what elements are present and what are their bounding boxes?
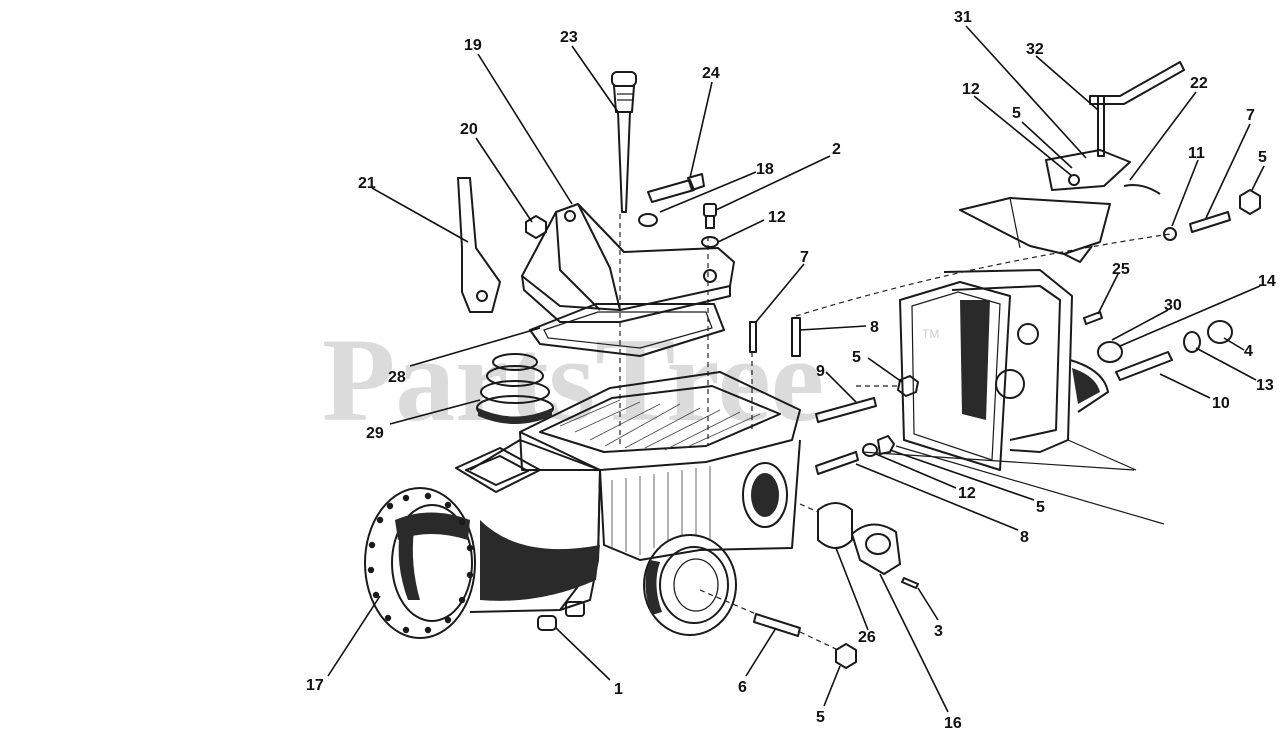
callout-12-low[interactable]: 12 <box>958 485 976 502</box>
callout-4[interactable]: 4 <box>1244 343 1253 360</box>
callout-12-top[interactable]: 12 <box>962 81 980 98</box>
callout-5-bottom[interactable]: 5 <box>816 709 825 726</box>
part-2-plug <box>703 203 717 217</box>
part-5-nut-top <box>1239 189 1261 215</box>
part-8-stud-center <box>791 317 801 357</box>
part-5-nut-bottom <box>835 643 857 669</box>
callout-19[interactable]: 19 <box>464 37 482 54</box>
callout-14[interactable]: 14 <box>1258 273 1276 290</box>
watermark-trademark: TM <box>922 327 939 341</box>
part-20-nut <box>525 215 547 239</box>
callout-10[interactable]: 10 <box>1212 395 1230 412</box>
callout-8-mid[interactable]: 8 <box>870 319 879 336</box>
callout-17[interactable]: 17 <box>306 677 324 694</box>
rubber-boot <box>476 353 554 424</box>
part-3-screw <box>901 577 919 589</box>
callout-8-low[interactable]: 8 <box>1020 529 1029 546</box>
callout-28[interactable]: 28 <box>388 369 406 386</box>
callout-11[interactable]: 11 <box>1188 145 1205 162</box>
callout-23[interactable]: 23 <box>560 29 578 46</box>
callout-21[interactable]: 21 <box>358 175 376 192</box>
callout-32[interactable]: 32 <box>1026 41 1044 58</box>
callout-6[interactable]: 6 <box>738 679 747 696</box>
alignment-lines <box>619 214 1171 651</box>
callout-25[interactable]: 25 <box>1112 261 1130 278</box>
callout-18[interactable]: 18 <box>756 161 774 178</box>
part-30-sleeve <box>1097 341 1123 363</box>
callout-30[interactable]: 30 <box>1164 297 1182 314</box>
part-18-washer <box>638 213 658 227</box>
gasket-28 <box>529 303 725 357</box>
callout-7-mid[interactable]: 7 <box>800 249 809 266</box>
part-13-washer <box>1183 331 1201 353</box>
part-26-gasket <box>817 502 853 549</box>
callout-5-top[interactable]: 5 <box>1012 105 1021 122</box>
side-cover <box>899 269 1109 471</box>
part-11-washer <box>1163 227 1177 241</box>
callout-13[interactable]: 13 <box>1256 377 1274 394</box>
callout-9[interactable]: 9 <box>816 363 825 380</box>
callout-2[interactable]: 2 <box>832 141 841 158</box>
callout-24[interactable]: 24 <box>702 65 720 82</box>
part-5-nut-center <box>897 375 919 397</box>
callout-26[interactable]: 26 <box>858 629 876 646</box>
part-7-stud-center <box>749 321 757 353</box>
callout-5-low[interactable]: 5 <box>1036 499 1045 516</box>
callout-5-right[interactable]: 5 <box>1258 149 1267 166</box>
part-10-stud <box>1115 351 1173 381</box>
callout-labels: 19 23 24 31 32 12 5 22 7 11 5 20 18 2 21… <box>306 9 1276 732</box>
part-21-lever <box>457 177 501 313</box>
callout-20[interactable]: 20 <box>460 121 478 138</box>
part-8-stud-lower <box>815 451 859 475</box>
part-25-pin <box>1083 311 1103 325</box>
part-6-stud <box>753 613 801 637</box>
shifter-bracket <box>959 61 1185 263</box>
part-9-pin <box>815 397 877 423</box>
shift-lever <box>611 71 637 213</box>
part-24-bolt <box>647 179 695 203</box>
callout-16[interactable]: 16 <box>944 715 962 732</box>
leader-lines <box>327 25 1265 713</box>
part-7-stud <box>1189 211 1231 233</box>
main-housing <box>364 371 801 639</box>
watermark-text: PartsTree <box>322 313 824 446</box>
callout-12-mid[interactable]: 12 <box>768 209 786 226</box>
callout-3[interactable]: 3 <box>934 623 943 640</box>
callout-7-right[interactable]: 7 <box>1246 107 1255 124</box>
part-4-bushing <box>1207 320 1233 344</box>
shift-cover <box>521 203 735 323</box>
callout-29[interactable]: 29 <box>366 425 384 442</box>
callout-1[interactable]: 1 <box>614 681 623 698</box>
callout-22[interactable]: 22 <box>1190 75 1208 92</box>
part-16-cover <box>851 523 901 575</box>
callout-31[interactable]: 31 <box>954 9 972 26</box>
callout-5-mid[interactable]: 5 <box>852 349 861 366</box>
